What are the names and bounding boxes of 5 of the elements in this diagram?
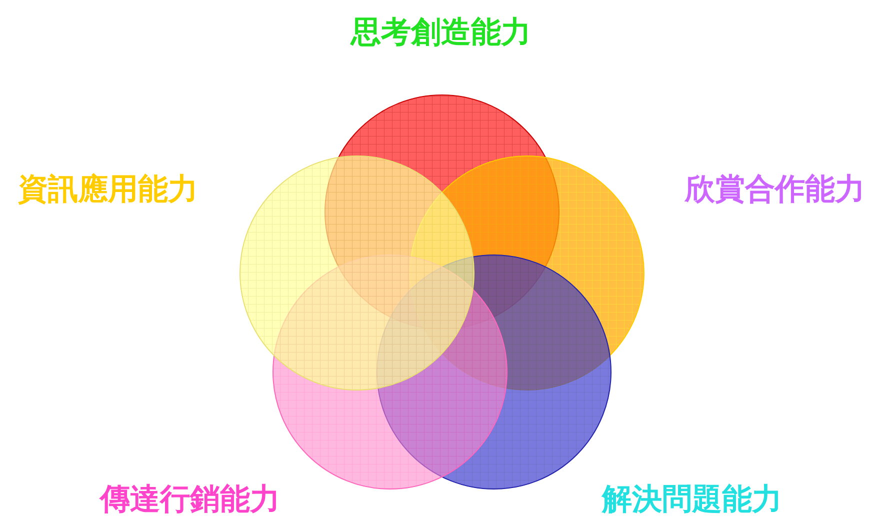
circle-label: 思考創造能力 (351, 18, 531, 48)
circle-label: 解決問題能力 (602, 485, 782, 515)
circle-label: 傳達行銷能力 (100, 485, 280, 515)
circle-label: 欣賞合作能力 (685, 175, 865, 205)
circle-label: 資訊應用能力 (18, 175, 198, 205)
